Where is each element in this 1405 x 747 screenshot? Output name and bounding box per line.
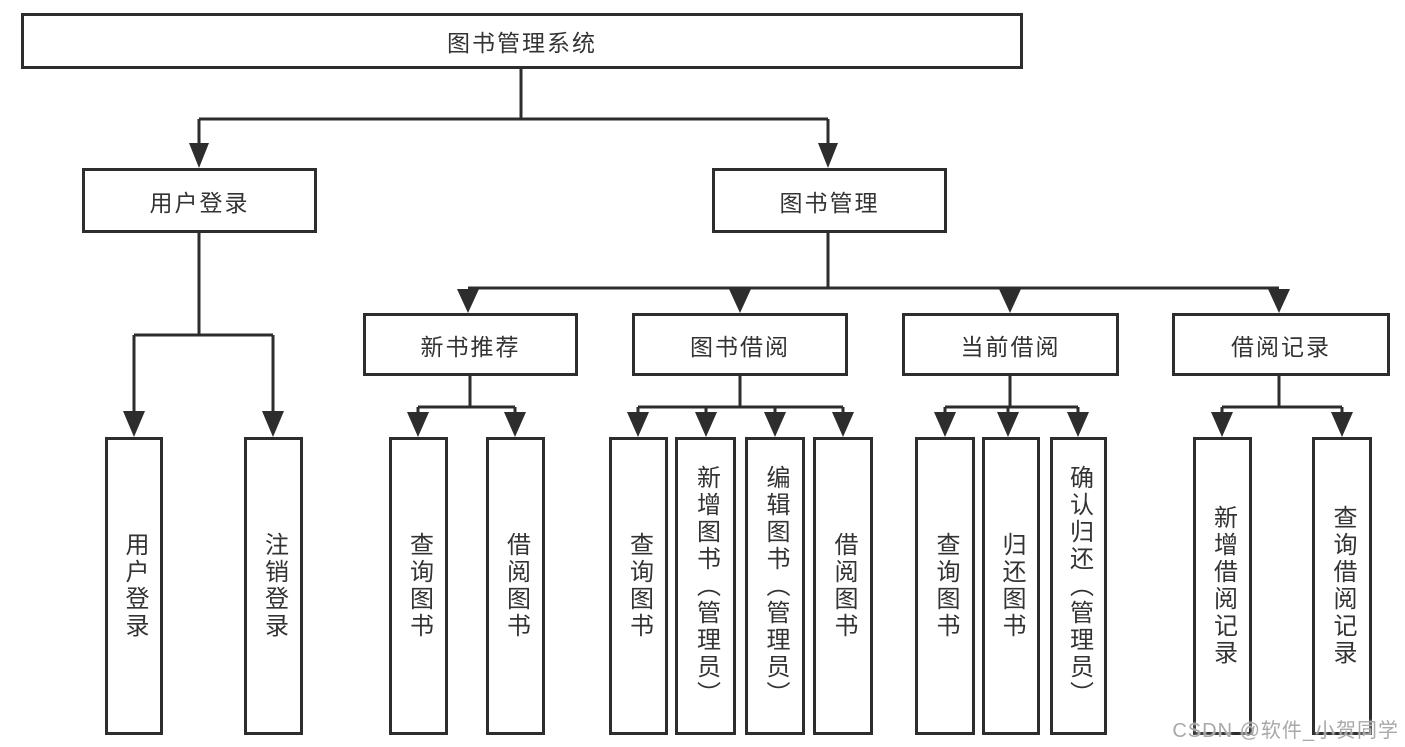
node-borrow-records-label: 借阅记录: [1231, 333, 1331, 360]
leaf-query-books-recommend-label: 查询图书: [405, 532, 433, 640]
node-current-borrow-label: 当前借阅: [960, 333, 1061, 360]
leaf-logout-login: 注销登录: [244, 437, 303, 735]
leaf-query-books-current-label: 查询图书: [932, 532, 959, 640]
leaf-return-books-label: 归还图书: [998, 532, 1025, 640]
node-book-management: 图书管理: [712, 168, 947, 233]
watermark: CSDN @软件_小贺同学: [1172, 720, 1399, 742]
leaf-borrow-books-recommend: 借阅图书: [486, 437, 545, 735]
leaf-borrow-books: 借阅图书: [813, 437, 873, 735]
node-book-borrow: 图书借阅: [632, 313, 848, 376]
node-book-management-label: 图书管理: [779, 189, 880, 216]
leaf-add-books-admin: 新增图书（管理员）: [675, 437, 736, 735]
node-book-borrow-label: 图书借阅: [690, 333, 790, 360]
node-new-book-recommend-label: 新书推荐: [420, 333, 521, 360]
leaf-user-login: 用户登录: [105, 437, 163, 735]
leaf-query-books-borrow: 查询图书: [609, 437, 668, 735]
node-borrow-records: 借阅记录: [1172, 313, 1390, 376]
leaf-add-books-admin-label: 新增图书（管理员）: [692, 464, 720, 708]
leaf-edit-books-admin: 编辑图书（管理员）: [745, 437, 805, 735]
leaf-add-borrow-record-label: 新增借阅记录: [1209, 505, 1237, 667]
node-current-borrow: 当前借阅: [902, 313, 1119, 376]
node-user-login: 用户登录: [82, 168, 317, 233]
node-root-label: 图书管理系统: [447, 30, 597, 56]
leaf-query-books-current: 查询图书: [915, 437, 975, 735]
arrowheads: [123, 143, 1353, 437]
leaf-return-books: 归还图书: [982, 437, 1040, 735]
leaf-query-books-recommend: 查询图书: [389, 437, 448, 735]
leaf-confirm-return-admin-label: 确认归还（管理员）: [1065, 464, 1093, 708]
leaf-logout-login-label: 注销登录: [260, 532, 288, 640]
node-new-book-recommend: 新书推荐: [363, 313, 578, 376]
leaf-edit-books-admin-label: 编辑图书（管理员）: [762, 464, 789, 708]
leaf-user-login-label: 用户登录: [121, 532, 148, 640]
leaf-borrow-books-recommend-label: 借阅图书: [502, 532, 530, 640]
leaf-query-books-borrow-label: 查询图书: [625, 532, 653, 640]
leaf-query-borrow-record: 查询借阅记录: [1312, 437, 1372, 735]
node-root-system: 图书管理系统: [21, 13, 1023, 69]
leaf-add-borrow-record: 新增借阅记录: [1193, 437, 1252, 735]
leaf-confirm-return-admin: 确认归还（管理员）: [1050, 437, 1107, 735]
leaf-borrow-books-label: 借阅图书: [830, 532, 857, 640]
leaf-query-borrow-record-label: 查询借阅记录: [1329, 505, 1356, 667]
node-user-login-label: 用户登录: [149, 189, 250, 216]
